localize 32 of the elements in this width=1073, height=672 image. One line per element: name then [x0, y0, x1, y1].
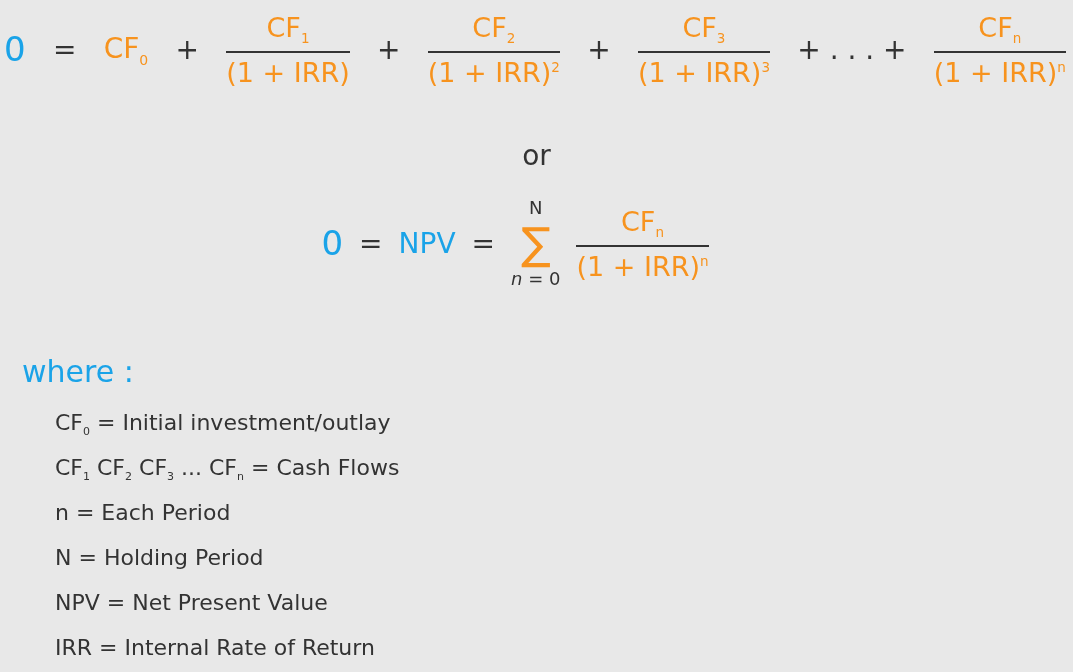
formula-term: (1 + IRR)$^{n}$	[576, 250, 709, 282]
math-term: NPV	[398, 227, 456, 261]
math-number: 0	[4, 30, 26, 70]
summation-symbol: ∑	[520, 218, 551, 270]
upper-limit: N	[529, 198, 543, 219]
definition-text: NPV = Net Present Value	[55, 590, 328, 615]
math-operator: =	[359, 227, 383, 261]
formula-term: (1 + IRR)$^{n}$	[933, 56, 1066, 88]
conjunction-text: or	[522, 140, 551, 173]
formula-term: (1 + IRR)	[226, 56, 350, 88]
math-operator: +	[175, 33, 199, 67]
formula-term: CF$_{0}$	[103, 32, 149, 68]
formula-term: CF$_{n}$	[978, 12, 1022, 47]
section-heading: where :	[22, 354, 134, 389]
math-number: 0	[321, 224, 344, 264]
math-operator: + . . . +	[797, 33, 907, 67]
formula-term: CF$_{n}$	[621, 206, 664, 241]
definition-text: CF$_{0}$ = Initial investment/outlay	[55, 410, 391, 439]
definition-text: CF$_{1}$ CF$_{2}$ CF$_{3}$ ... CF$_{n}$ = Cash Flows	[55, 455, 400, 484]
math-operator: +	[587, 33, 611, 67]
formula-term: CF$_{3}$	[682, 12, 726, 47]
formula-term: CF$_{1}$	[266, 12, 310, 47]
lower-limit: n = 0	[511, 269, 561, 290]
definition-text: IRR = Internal Rate of Return	[55, 635, 375, 660]
math-operator: =	[471, 227, 496, 261]
formula-term: (1 + IRR)$^{2}$	[427, 56, 560, 88]
math-operator: =	[52, 33, 77, 67]
formula-term: (1 + IRR)$^{3}$	[637, 56, 770, 88]
definition-text: N = Holding Period	[55, 545, 264, 570]
math-operator: +	[377, 33, 401, 67]
formula-term: CF$_{2}$	[472, 12, 516, 47]
definition-text: n = Each Period	[55, 500, 231, 525]
